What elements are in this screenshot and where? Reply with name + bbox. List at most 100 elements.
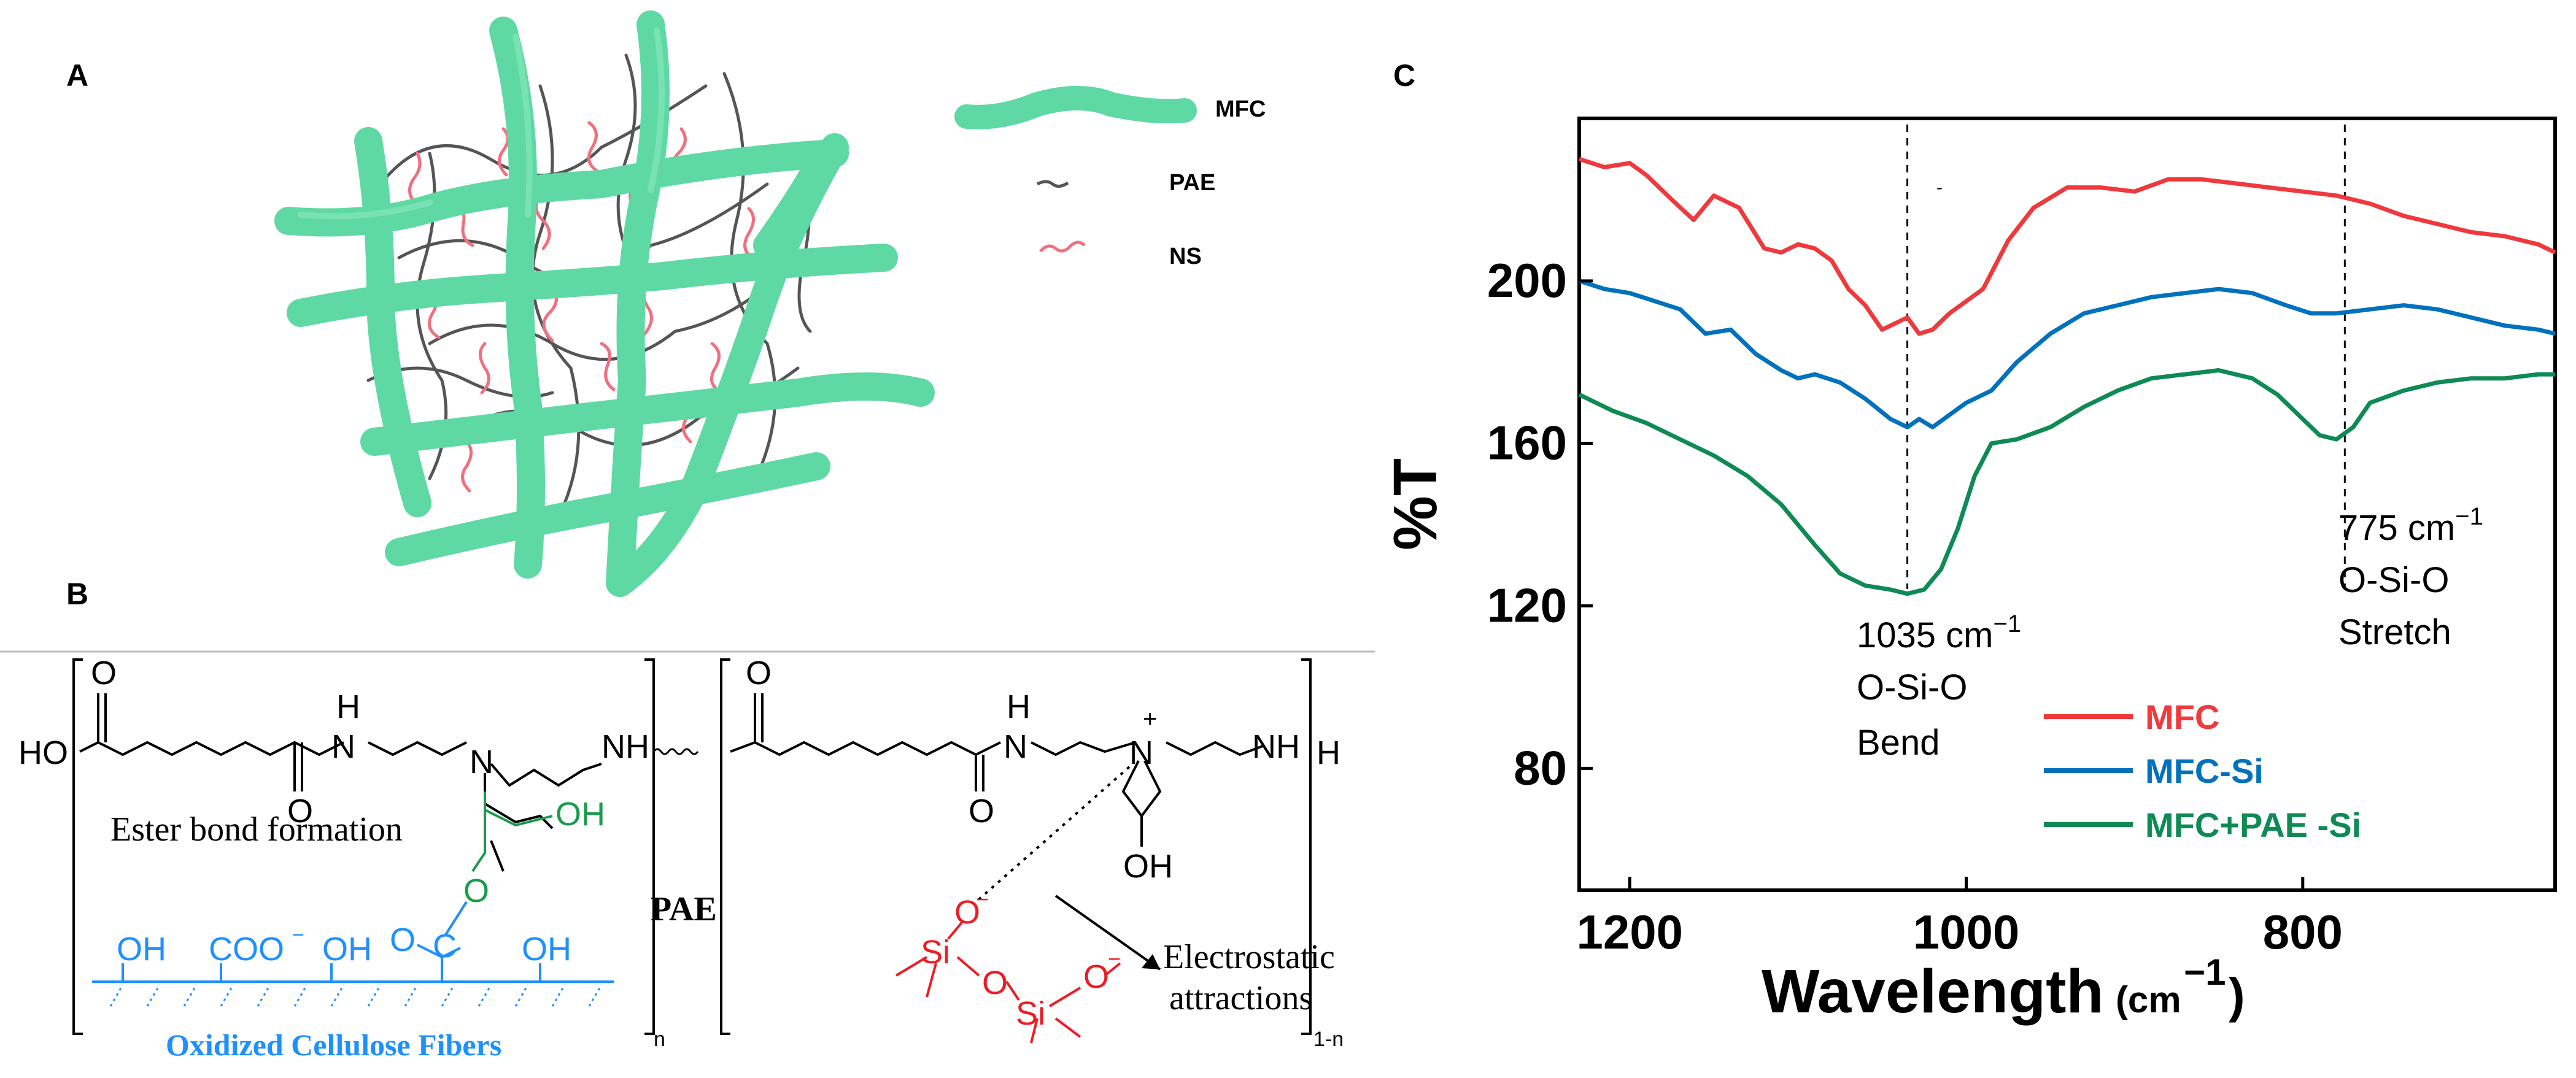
silica-charge-2: − (1108, 946, 1121, 971)
series-line-mfc-pae-si (1578, 368, 2555, 596)
electrostatic-arrow (1054, 895, 1161, 971)
chain-n-1: N (331, 728, 355, 765)
y-tick-label: 80 (1514, 741, 1567, 795)
electrostatic-label-2: attractions (1169, 979, 1312, 1017)
silica-charge-1: − (976, 887, 989, 912)
chain-oxygen-3: O (746, 655, 772, 691)
legend-label: MFC-Si (2145, 752, 2264, 790)
pae-legend-label: PAE (1169, 170, 1215, 196)
cellulose-bonds (92, 901, 614, 983)
ring-oh: OH (1123, 848, 1173, 885)
panel-c-label: C (1393, 58, 1415, 93)
subscript-n: n (654, 1028, 665, 1051)
green-oh: OH (555, 796, 605, 833)
silica-o3: O (1083, 958, 1109, 995)
annotation-775-wavenumber: 775 cm−1 (2338, 503, 2483, 548)
quaternary-n: N (1129, 734, 1153, 771)
green-linker (471, 791, 553, 872)
legend-label: MFC+PAE -Si (2145, 806, 2361, 844)
annotation-1035-wavenumber: 1035 cm−1 (1857, 610, 2021, 655)
chain-ho-end: HO (18, 734, 68, 771)
legend-label: MFC (2145, 698, 2219, 736)
annotation-1035-line3: Bend (1857, 723, 1940, 763)
wavy-bond (652, 748, 699, 755)
annotation-775-line3: Stretch (2338, 612, 2451, 652)
chain-oxygen-2: O (287, 793, 313, 830)
annotation-1035-line2: O-Si-O (1857, 668, 1967, 707)
reference-lines (1906, 125, 2346, 589)
x-axis-title-exp: −1 (2184, 952, 2226, 993)
ns-legend-swatch (1039, 241, 1086, 253)
cellulose-coo: COO (209, 931, 284, 968)
subscript-1-n: 1-n (1313, 1028, 1344, 1051)
series-layer (1578, 156, 2556, 596)
x-tick-label: 1000 (1913, 905, 2020, 959)
bracket-right-2 (1301, 658, 1312, 1035)
dotted-interaction-line (975, 766, 1131, 903)
x-axis-title-close: ) (2229, 968, 2245, 1023)
mfc-legend-label: MFC (1215, 96, 1266, 122)
fiber-network-illustration (274, 10, 935, 597)
panel-b-label: B (66, 577, 88, 611)
chain-bonds-2 (730, 693, 1265, 847)
mfc-fibers (274, 10, 935, 597)
plot-frame (1577, 117, 2557, 892)
cellulose-coo-charge: − (292, 923, 304, 947)
cellulose-oh-2: OH (322, 931, 372, 968)
y-axis-title: %T (1381, 458, 1450, 550)
chain-h-2: H (1007, 688, 1031, 725)
annotation-775-value: 775 cm (2338, 508, 2455, 548)
pae-structure: HO O O H N N NH n OH O Ester bond format… (18, 655, 1344, 1062)
annotation-775-exp: −1 (2455, 503, 2483, 530)
y-tick-label: 200 (1487, 253, 1567, 307)
y-tick-label: 160 (1487, 416, 1567, 470)
cellulose-carbonyl-o: O (390, 922, 416, 958)
cellulose-label: Oxidized Cellulose Fibers (166, 1028, 501, 1062)
ester-bond-label: Ester bond formation (110, 810, 403, 849)
pae-label: PAE (651, 890, 717, 928)
panel-a-legend: MFC PAE NS (954, 86, 1266, 269)
arrow-head (1142, 954, 1160, 969)
y-axis-ticks: 80 120 160 200 (1487, 253, 1593, 795)
chain-oxygen-1: O (91, 655, 117, 691)
stray-minus-mark: - (1936, 177, 1943, 198)
bracket-left-2 (720, 658, 730, 1035)
panel-a-label: A (66, 58, 88, 93)
cellulose-c: C (433, 928, 457, 964)
mfc-highlights (298, 28, 665, 220)
cellulose-oh-3: OH (522, 931, 571, 968)
annotation-1035-exp: −1 (1993, 610, 2021, 637)
x-tick-label: 800 (2263, 905, 2343, 959)
cellulose-oh-1: OH (117, 931, 166, 968)
chain-h-1: H (336, 688, 360, 725)
electrostatic-label-1: Electrostatic (1163, 938, 1335, 976)
chain-nh-2: NH (1252, 728, 1300, 765)
chain-oxygen-4: O (969, 793, 994, 830)
positive-charge: + (1143, 706, 1157, 733)
x-tick-label: 1200 (1576, 905, 1683, 959)
bracket-right-1 (644, 658, 655, 1035)
cellulose-hatch (109, 984, 603, 1007)
y-tick-label: 120 (1487, 579, 1567, 633)
silica-o1: O (954, 894, 980, 931)
chain-n-3: N (1004, 728, 1027, 765)
annotation-1035-value: 1035 cm (1857, 615, 1993, 655)
series-line-mfc-si (1578, 279, 2556, 429)
silica-si2: Si (1016, 995, 1045, 1032)
annotation-775-line2: O-Si-O (2338, 560, 2449, 600)
silica-si1: Si (921, 934, 950, 971)
pae-legend-swatch (1036, 180, 1069, 188)
silica-o2: O (982, 964, 1008, 1001)
chain-nh-1: NH (601, 728, 649, 765)
x-axis-ticks: 1200 1000 800 (1576, 877, 2343, 959)
series-line-mfc (1578, 156, 2556, 336)
x-axis-title: Wavelength (cm −1 ) (1762, 952, 2245, 1026)
x-axis-title-main: Wavelength (1762, 957, 2103, 1026)
ns-legend-label: NS (1169, 244, 1202, 269)
bracket-left-1 (72, 658, 83, 1035)
chain-h-end: H (1317, 734, 1340, 771)
chain-n-2: N (470, 744, 493, 780)
silica-bonds (895, 919, 1121, 1044)
